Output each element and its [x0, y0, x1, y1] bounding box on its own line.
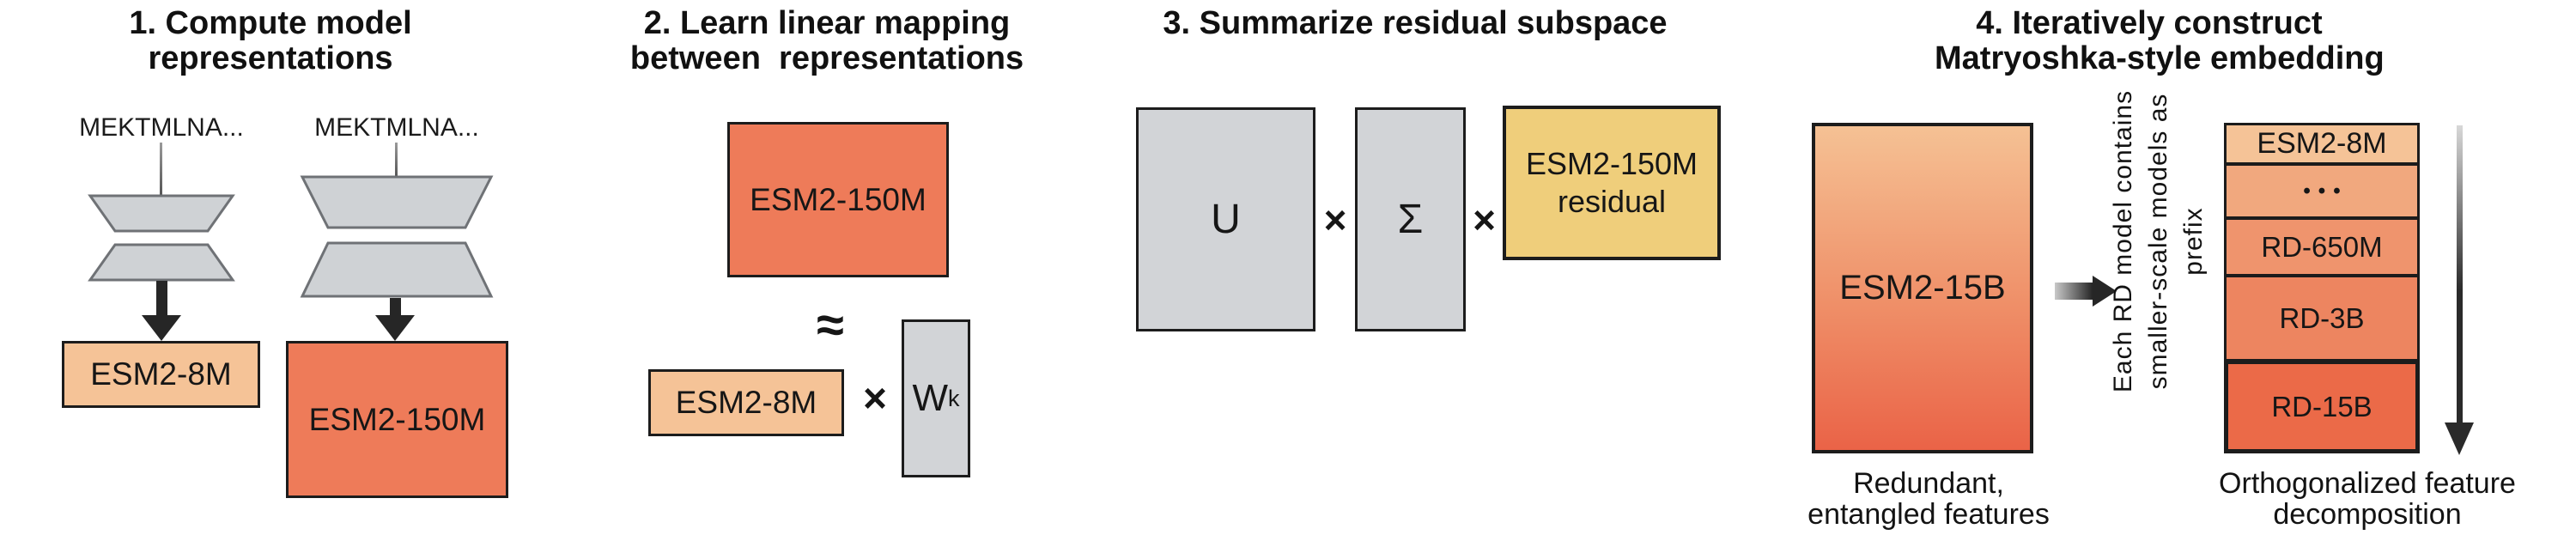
weight-matrix-label: W: [912, 377, 949, 419]
rotated-annotation-line1: Each RD model contains: [2109, 89, 2137, 393]
right-caption-line1: Orthogonalized feature: [2219, 467, 2516, 500]
esm2-150m-residual-box: ESM2-150M residual: [1503, 106, 1721, 260]
stack-row-ellipsis: •••: [2224, 163, 2420, 219]
esm2-8m-box-panel1: ESM2-8M: [62, 341, 260, 408]
panel2-title-line2: between representations: [629, 40, 1024, 76]
panel4-title-line1: 4. Iteratively construct: [1976, 5, 2323, 41]
esm2-150m-box-panel1: ESM2-150M: [286, 341, 508, 498]
right-caption-line2: decomposition: [2273, 498, 2462, 531]
large-model-funnel-icon: [300, 175, 494, 298]
panel2-title-line1: 2. Learn linear mapping: [643, 5, 1011, 41]
down-arrow-small-shaft: [156, 281, 167, 319]
rotated-annotation: Each RD model contains smaller-scale mod…: [2105, 87, 2214, 396]
approx-symbol: ≈: [817, 296, 844, 353]
sequence-text-left: MEKTMLNA...: [79, 113, 244, 142]
u-matrix-box: U: [1136, 107, 1315, 331]
left-caption-line2: entangled features: [1807, 498, 2050, 531]
panel3-title: 3. Summarize residual subspace: [1163, 5, 1668, 41]
stack-row-rd-650m: RD-650M: [2224, 217, 2420, 277]
panel1-title-line2: representations: [148, 40, 393, 76]
esm2-150m-box-panel2: ESM2-150M: [727, 122, 949, 277]
stack-row-rd-3b: RD-3B: [2224, 275, 2420, 362]
sigma-matrix-box: Σ: [1355, 107, 1466, 331]
panel1-title-line1: 1. Compute model: [129, 5, 412, 41]
esm2-8m-box-panel2: ESM2-8M: [648, 369, 844, 436]
down-arrow-large-head-icon: [375, 315, 415, 341]
small-model-funnel-icon: [88, 194, 235, 282]
times-symbol-2-panel3: ×: [1473, 198, 1496, 242]
rotated-annotation-line2: smaller-scale models as: [2144, 93, 2172, 390]
right-arrow-icon: [2055, 276, 2117, 307]
stack-row-esm2-8m: ESM2-8M: [2224, 123, 2420, 165]
sequence-connector-right: [395, 143, 398, 177]
weight-matrix-superscript: k: [948, 385, 960, 411]
rotated-annotation-line3: prefix: [2179, 207, 2208, 276]
residual-box-line1: ESM2-150M: [1525, 146, 1698, 181]
sequence-connector-left: [160, 143, 162, 196]
panel4-title-line2: Matryoshka-style embedding: [1935, 40, 2385, 76]
down-arrow-small-head-icon: [142, 315, 181, 341]
residual-box-line2: residual: [1557, 184, 1667, 219]
left-caption-line1: Redundant,: [1853, 467, 2004, 500]
times-symbol-panel2: ×: [862, 375, 888, 422]
sequence-text-right: MEKTMLNA...: [314, 113, 479, 142]
stack-row-rd-15b: RD-15B: [2224, 360, 2420, 453]
down-arrow-large-shaft: [390, 298, 401, 319]
down-arrow-icon: [2445, 125, 2474, 455]
esm2-15b-box: ESM2-15B: [1812, 123, 2033, 453]
times-symbol-1-panel3: ×: [1323, 198, 1347, 242]
